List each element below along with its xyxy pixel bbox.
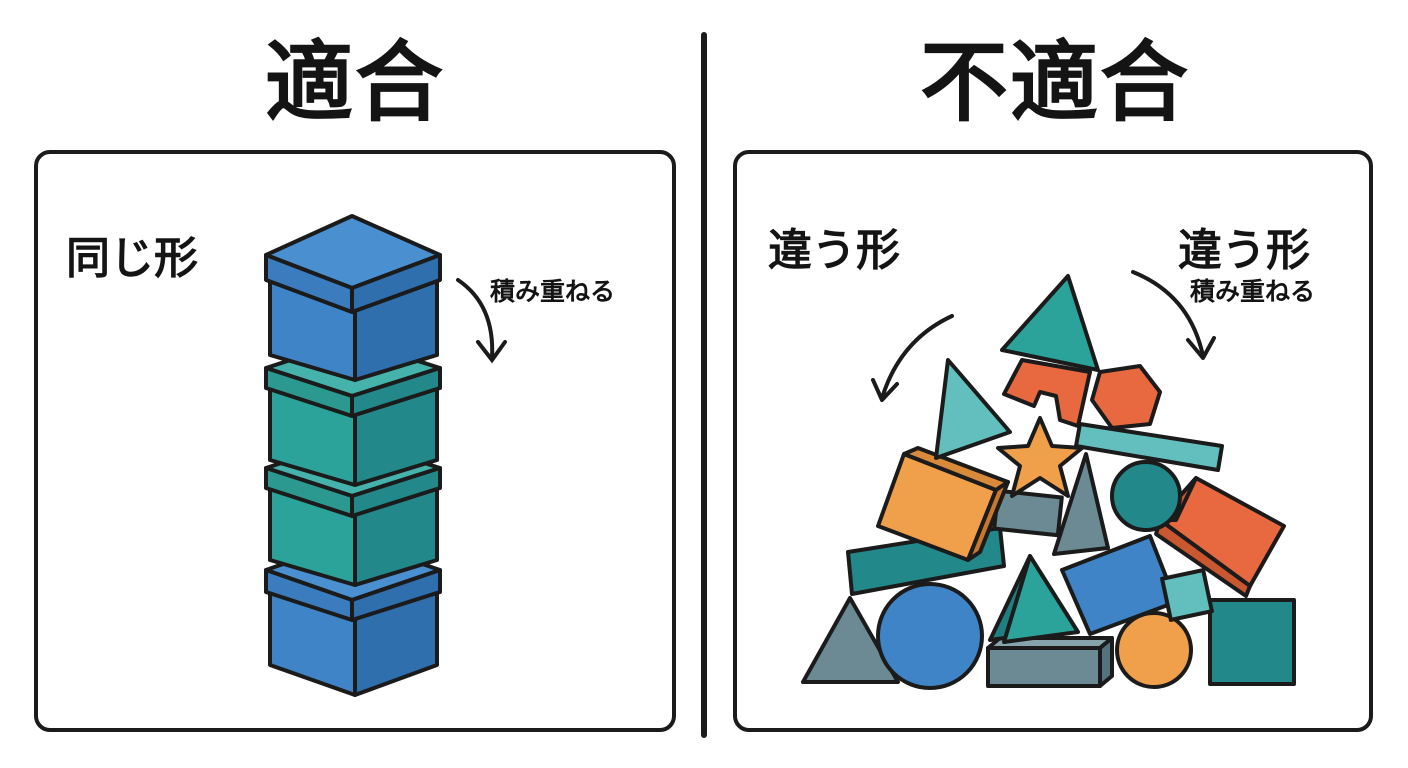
triangle-slate-shape <box>801 596 900 684</box>
pile-arrow-right-icon <box>1131 270 1216 360</box>
circle-dark-teal-shape <box>1110 460 1182 532</box>
center-divider <box>701 32 707 738</box>
pyramid-teal-shape <box>988 554 1080 644</box>
triangle-teal-top-shape <box>1000 274 1100 372</box>
stack-action-label: 積み重ねる <box>490 277 616 306</box>
triangle-slate-small-shape <box>1052 452 1110 556</box>
block-red-orange-shape <box>1002 358 1092 428</box>
circle-blue-shape <box>876 582 984 690</box>
circle-orange-shape <box>1115 611 1193 689</box>
stacked-box-4 <box>264 538 442 697</box>
stack-arrow-icon <box>456 278 507 364</box>
stacked-box-1 <box>264 214 442 382</box>
square-dark-teal-shape <box>1208 598 1296 686</box>
pile-arrow-left-icon <box>871 314 954 402</box>
hexagon-red-orange-shape <box>1090 364 1162 430</box>
heading-suitable: 適合 <box>264 31 445 134</box>
different-shape-label-left: 違う形 <box>768 225 900 276</box>
block-slate-shape <box>992 488 1064 538</box>
star-orange-shape <box>996 416 1084 498</box>
bar-light-teal-shape <box>1074 422 1224 472</box>
triangle-light-teal-shape <box>934 358 1012 460</box>
cube-orange-shape <box>876 446 1010 562</box>
heading-unsuitable: 不適合 <box>919 31 1190 134</box>
stacked-box-2 <box>264 338 442 487</box>
bar-slate-shape <box>986 636 1114 688</box>
same-shape-label: 同じ形 <box>66 233 198 284</box>
square-light-teal-shape <box>1160 568 1214 622</box>
different-shape-label-right: 違う形 <box>1178 225 1310 276</box>
stack-action-label-right: 積み重ねる <box>1190 277 1316 306</box>
